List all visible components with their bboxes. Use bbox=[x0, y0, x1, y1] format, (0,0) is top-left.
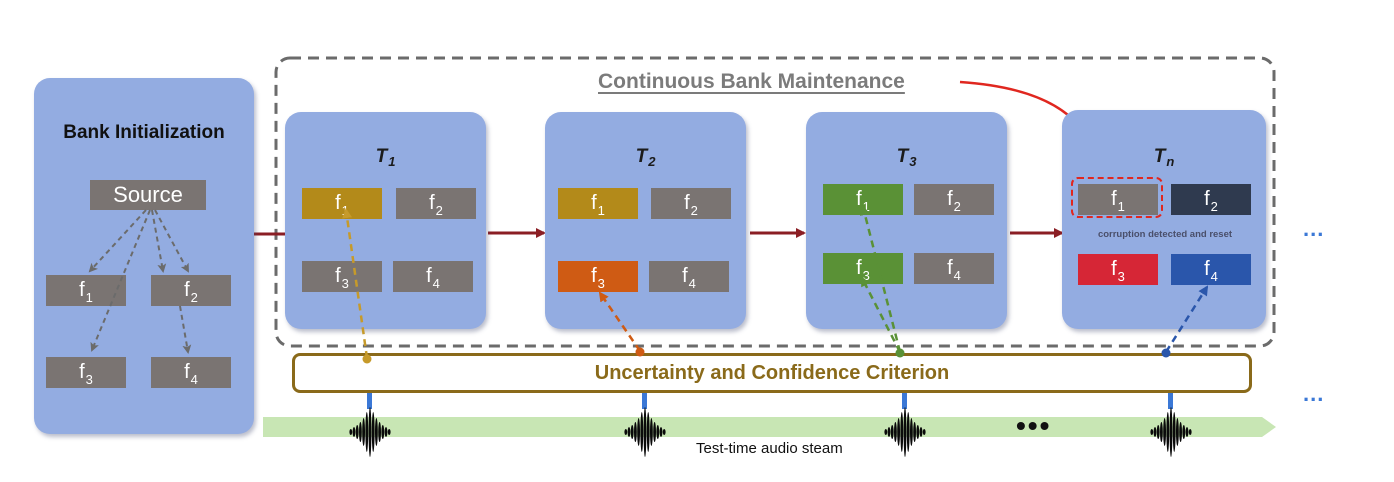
tn-f1: f1 bbox=[1078, 184, 1158, 215]
init-f4: f4 bbox=[151, 357, 231, 388]
reset-note: corruption detected and reset bbox=[1097, 229, 1233, 240]
t1-f4: f4 bbox=[393, 261, 473, 292]
stage-title-t2: T2 bbox=[635, 146, 656, 169]
tn-f4: f4 bbox=[1171, 254, 1251, 285]
t2-f1: f1 bbox=[558, 188, 638, 219]
init-f3: f3 bbox=[46, 357, 126, 388]
criterion-continuation-ellipsis: ... bbox=[1303, 381, 1325, 406]
init-f1: f1 bbox=[46, 275, 126, 306]
tn-f3: f3 bbox=[1078, 254, 1158, 285]
bank-initialization-panel: Bank Initialization Source f1 f2 f3 f4 bbox=[34, 78, 254, 434]
t1-f3: f3 bbox=[302, 261, 382, 292]
stage-title-t1: T1 bbox=[375, 146, 396, 169]
bank-initialization-title: Bank Initialization bbox=[63, 122, 225, 143]
stage-panel-t3: T3 f1 f2 f3 f4 bbox=[806, 112, 1007, 329]
audio-stream-label: Test-time audio steam bbox=[696, 440, 843, 457]
audio-stream-band bbox=[263, 417, 1276, 437]
t1-f2: f2 bbox=[396, 188, 476, 219]
stage-title-tn: Tn bbox=[1153, 146, 1175, 169]
stage-continuation-ellipsis: ... bbox=[1303, 216, 1325, 241]
init-f2: f2 bbox=[151, 275, 231, 306]
t1-f1: f1 bbox=[302, 188, 382, 219]
maintenance-title: Continuous Bank Maintenance bbox=[598, 70, 905, 93]
stage-panel-t2: T2 f1 f2 f3 f4 bbox=[545, 112, 746, 329]
source-box: Source bbox=[90, 180, 206, 210]
tn-f2: f2 bbox=[1171, 184, 1251, 215]
t2-f3: f3 bbox=[558, 261, 638, 292]
stage-panel-t1: T1 f1 f2 f3 f4 bbox=[285, 112, 486, 329]
t2-f2: f2 bbox=[651, 188, 731, 219]
t3-f3: f3 bbox=[823, 253, 903, 284]
stage-panel-tn: Tn f1 f2 f3 f4 bbox=[1062, 110, 1266, 329]
t3-f2: f2 bbox=[914, 184, 994, 215]
stage-title-t3: T3 bbox=[896, 146, 917, 169]
tn-f1-reset-highlight bbox=[1071, 177, 1163, 218]
criterion-bar: Uncertainty and Confidence Criterion bbox=[292, 353, 1252, 393]
t2-f4: f4 bbox=[649, 261, 729, 292]
t3-f1: f1 bbox=[823, 184, 903, 215]
maintenance-frame bbox=[274, 56, 1276, 348]
stream-continuation-dots: ••• bbox=[1016, 410, 1052, 441]
t3-f4: f4 bbox=[914, 253, 994, 284]
